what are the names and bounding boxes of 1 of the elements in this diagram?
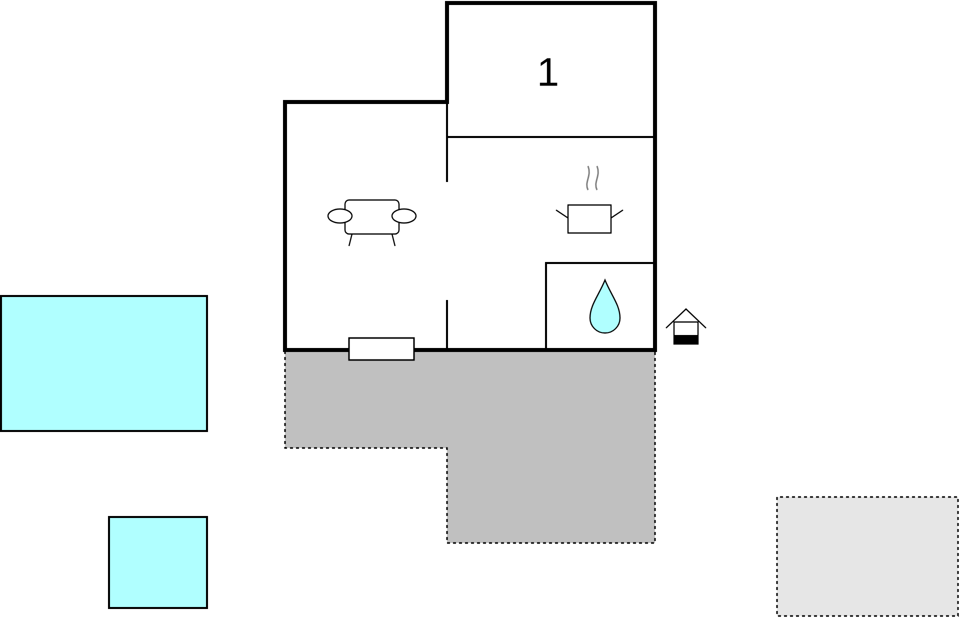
- room-number: 1: [540, 58, 558, 86]
